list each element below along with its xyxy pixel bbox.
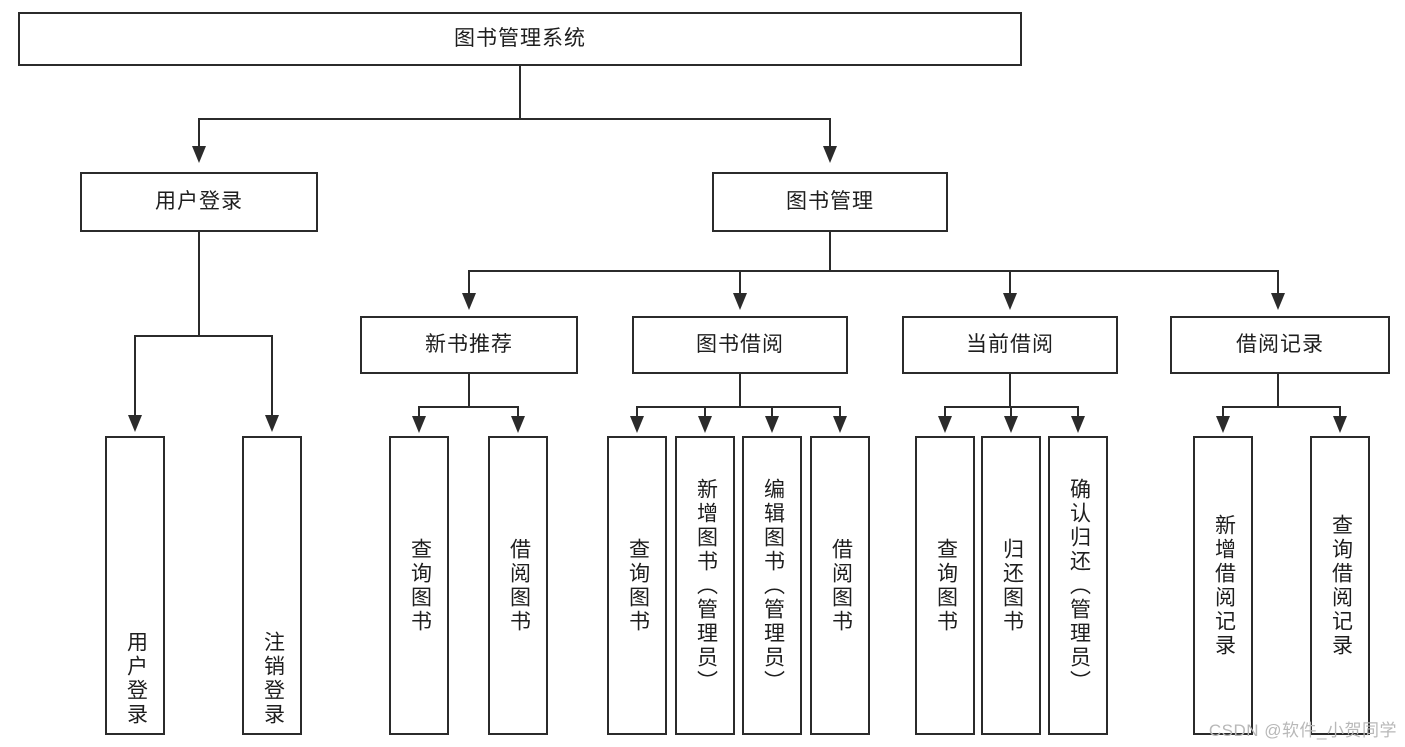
node-current-borrow[interactable]: 当前借阅 — [902, 316, 1118, 374]
edge-user-login-bus — [134, 335, 272, 337]
node-new-book-recommend[interactable]: 新书推荐 — [360, 316, 578, 374]
arrow-to-book-management — [823, 146, 837, 163]
edge-user-login-stem — [198, 232, 200, 336]
edge-root-to-book-management — [829, 118, 831, 148]
edge-user-login-drop-2 — [271, 335, 273, 417]
leaf-bb-query-book[interactable]: 查询图书 — [607, 436, 667, 735]
edge-user-login-drop-1 — [134, 335, 136, 417]
leaf-label: 新增图书（管理员） — [694, 477, 718, 694]
leaf-cb-confirm-return[interactable]: 确认归还（管理员） — [1048, 436, 1108, 735]
leaf-cb-return-book[interactable]: 归还图书 — [981, 436, 1041, 735]
edge-bm-drop-2 — [739, 270, 741, 295]
arrow-to-book-borrow — [733, 293, 747, 310]
leaf-label: 用户登录 — [124, 631, 148, 727]
edge-nbr-bus — [418, 406, 519, 408]
edge-bb-drop-1 — [636, 406, 638, 418]
arrow-to-leaf-logout — [265, 415, 279, 432]
edge-root-to-user-login — [198, 118, 200, 148]
edge-bm-drop-1 — [468, 270, 470, 295]
leaf-nbr-borrow-book[interactable]: 借阅图书 — [488, 436, 548, 735]
edge-br-drop-1 — [1222, 406, 1224, 418]
node-book-borrow[interactable]: 图书借阅 — [632, 316, 848, 374]
edge-nbr-drop-1 — [418, 406, 420, 418]
node-root-book-management-system[interactable]: 图书管理系统 — [18, 12, 1022, 66]
arrow-to-br-query-record — [1333, 416, 1347, 433]
leaf-label: 借阅图书 — [829, 537, 853, 634]
leaf-cb-query-book[interactable]: 查询图书 — [915, 436, 975, 735]
edge-br-bus — [1222, 406, 1341, 408]
leaf-label: 借阅图书 — [507, 537, 531, 634]
edge-cb-drop-2 — [1010, 406, 1012, 418]
leaf-label: 归还图书 — [1000, 537, 1024, 634]
edge-nbr-drop-2 — [517, 406, 519, 418]
node-label: 新书推荐 — [425, 332, 513, 356]
edge-bb-drop-2 — [704, 406, 706, 418]
leaf-label: 确认归还（管理员） — [1067, 477, 1091, 694]
edge-cb-drop-3 — [1077, 406, 1079, 418]
leaf-br-query-record[interactable]: 查询借阅记录 — [1310, 436, 1370, 735]
edge-bm-drop-4 — [1277, 270, 1279, 295]
arrow-to-borrow-records — [1271, 293, 1285, 310]
arrow-to-leaf-user-login — [128, 415, 142, 432]
edge-book-management-bus — [468, 270, 1279, 272]
edge-book-management-stem — [829, 232, 831, 271]
arrow-to-nbr-borrow-book — [511, 416, 525, 433]
edge-bb-drop-4 — [839, 406, 841, 418]
arrow-to-cb-return-book — [1004, 416, 1018, 433]
leaf-user-login[interactable]: 用户登录 — [105, 436, 165, 735]
arrow-to-nbr-query-book — [412, 416, 426, 433]
arrow-to-br-add-record — [1216, 416, 1230, 433]
node-label: 用户登录 — [155, 189, 243, 213]
leaf-logout[interactable]: 注销登录 — [242, 436, 302, 735]
leaf-label: 新增借阅记录 — [1212, 513, 1236, 658]
edge-cb-drop-1 — [944, 406, 946, 418]
leaf-bb-add-book[interactable]: 新增图书（管理员） — [675, 436, 735, 735]
arrow-to-cb-query-book — [938, 416, 952, 433]
edge-cb-stem — [1009, 374, 1011, 407]
node-label: 当前借阅 — [966, 332, 1054, 356]
node-borrow-records[interactable]: 借阅记录 — [1170, 316, 1390, 374]
leaf-br-add-record[interactable]: 新增借阅记录 — [1193, 436, 1253, 735]
leaf-label: 编辑图书（管理员） — [761, 477, 785, 694]
arrow-to-bb-add-book — [698, 416, 712, 433]
arrow-to-current-borrow — [1003, 293, 1017, 310]
edge-bm-drop-3 — [1009, 270, 1011, 295]
arrow-to-bb-borrow-book — [833, 416, 847, 433]
edge-bb-drop-3 — [771, 406, 773, 418]
node-label: 图书管理 — [786, 189, 874, 213]
leaf-label: 查询图书 — [626, 537, 650, 634]
arrow-to-cb-confirm-return — [1071, 416, 1085, 433]
leaf-label: 查询借阅记录 — [1329, 513, 1353, 658]
leaf-label: 注销登录 — [261, 631, 285, 727]
arrow-to-bb-edit-book — [765, 416, 779, 433]
node-label: 图书借阅 — [696, 332, 784, 356]
edge-root-bus — [198, 118, 831, 120]
leaf-nbr-query-book[interactable]: 查询图书 — [389, 436, 449, 735]
arrow-to-bb-query-book — [630, 416, 644, 433]
node-label: 借阅记录 — [1236, 332, 1324, 356]
node-label: 图书管理系统 — [454, 26, 586, 50]
arrow-to-new-book-recommend — [462, 293, 476, 310]
node-user-login[interactable]: 用户登录 — [80, 172, 318, 232]
leaf-label: 查询图书 — [934, 537, 958, 634]
arrow-to-user-login — [192, 146, 206, 163]
edge-bb-stem — [739, 374, 741, 407]
edge-bb-bus — [636, 406, 841, 408]
leaf-label: 查询图书 — [408, 537, 432, 634]
edge-nbr-stem — [468, 374, 470, 407]
leaf-bb-borrow-book[interactable]: 借阅图书 — [810, 436, 870, 735]
leaf-bb-edit-book[interactable]: 编辑图书（管理员） — [742, 436, 802, 735]
edge-br-stem — [1277, 374, 1279, 407]
edge-br-drop-2 — [1339, 406, 1341, 418]
edge-root-stem — [519, 66, 521, 118]
node-book-management[interactable]: 图书管理 — [712, 172, 948, 232]
